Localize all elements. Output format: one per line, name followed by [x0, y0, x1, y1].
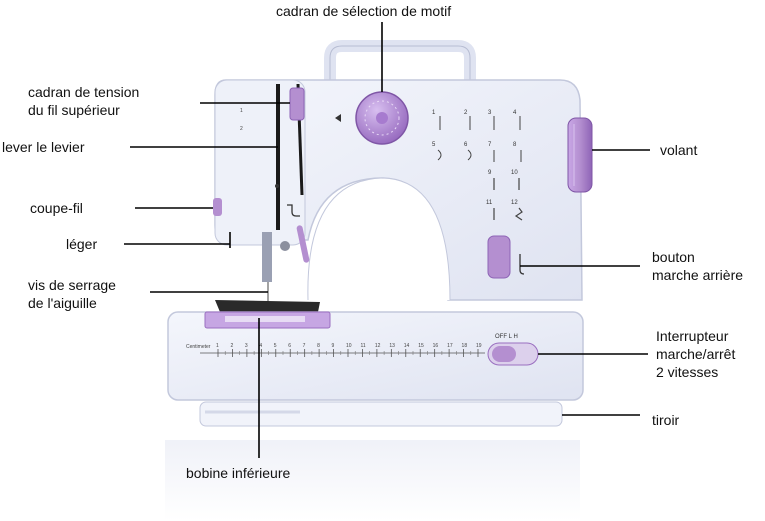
ruler-number: 5 — [274, 343, 277, 349]
ruler-number: 15 — [418, 343, 424, 349]
label-needle-screw: vis de serrage de l'aiguille — [28, 276, 116, 312]
ruler-number: 17 — [447, 343, 453, 349]
svg-text:11: 11 — [486, 200, 493, 206]
switch-caption: OFF L H — [495, 334, 518, 340]
svg-text:7: 7 — [488, 142, 492, 148]
label-power-switch: Interrupteur marche/arrêt 2 vitesses — [656, 327, 735, 381]
svg-text:12: 12 — [511, 200, 518, 206]
ruler-number: 1 — [216, 343, 219, 349]
ruler-number: 18 — [462, 343, 468, 349]
ruler-number: 12 — [375, 343, 381, 349]
svg-text:9: 9 — [488, 170, 492, 176]
label-reverse-button: bouton marche arrière — [652, 248, 743, 284]
ruler-number: 4 — [259, 343, 262, 349]
label-light: léger — [66, 236, 98, 252]
label-switch-line1: Interrupteur — [656, 328, 729, 344]
svg-text:1: 1 — [240, 108, 243, 114]
ruler-number: 19 — [476, 343, 482, 349]
machine-base — [167, 311, 584, 401]
label-bobbin: bobine inférieure — [186, 465, 291, 481]
handwheel-shape — [567, 117, 593, 193]
svg-text:6: 6 — [464, 142, 468, 148]
label-handwheel: volant — [660, 142, 698, 158]
label-tension-dial-line2: du fil supérieur — [28, 102, 120, 118]
svg-text:4: 4 — [513, 110, 517, 116]
svg-text:5: 5 — [432, 142, 436, 148]
svg-text:10: 10 — [511, 170, 518, 176]
ruler-number: 3 — [245, 343, 248, 349]
thread-cutter-shape — [213, 198, 222, 216]
svg-text:2: 2 — [464, 110, 468, 116]
label-reverse-line2: marche arrière — [652, 267, 744, 283]
svg-text:8: 8 — [513, 142, 517, 148]
drawer-shape — [199, 401, 563, 427]
label-drawer: tiroir — [652, 412, 680, 428]
needle-bar — [262, 232, 272, 282]
ruler-number: 16 — [433, 343, 439, 349]
presser-foot — [215, 300, 320, 312]
leader-lines — [124, 22, 650, 458]
label-needle-screw-line2: de l'aiguille — [28, 295, 97, 311]
label-reverse-line1: bouton — [652, 249, 695, 265]
svg-text:3: 3 — [488, 110, 492, 116]
ruler-number: 6 — [288, 343, 291, 349]
ruler-number: 2 — [230, 343, 233, 349]
ruler-number: 14 — [404, 343, 410, 349]
label-thread-cutter: coupe-fil — [30, 200, 83, 216]
ruler-number: 11 — [360, 343, 365, 349]
ruler-number: 8 — [317, 343, 320, 349]
label-switch-line2: marche/arrêt — [656, 346, 736, 362]
ruler-number: 7 — [303, 343, 306, 349]
reverse-button-shape — [487, 235, 511, 279]
ruler-caption: Centimeter — [186, 344, 211, 350]
label-needle-screw-line1: vis de serrage — [28, 277, 116, 293]
carry-handle — [324, 40, 476, 82]
svg-text:2: 2 — [240, 126, 243, 132]
machine-reflection — [165, 440, 580, 521]
label-switch-line3: 2 vitesses — [656, 364, 719, 380]
ruler-number: 13 — [389, 343, 395, 349]
svg-text:1: 1 — [432, 110, 436, 116]
label-tension-dial-line1: cadran de tension — [28, 84, 140, 100]
ruler-number: 10 — [346, 343, 352, 349]
tension-dial-shape — [289, 87, 305, 121]
label-motif-dial: cadran de sélection de motif — [276, 3, 452, 19]
ruler-number: 9 — [332, 343, 335, 349]
label-tension-dial: cadran de tension du fil supérieur — [28, 83, 139, 119]
label-lift-lever: lever le levier — [2, 139, 85, 155]
arm-opening — [307, 177, 451, 301]
head-front-panel — [214, 79, 306, 246]
